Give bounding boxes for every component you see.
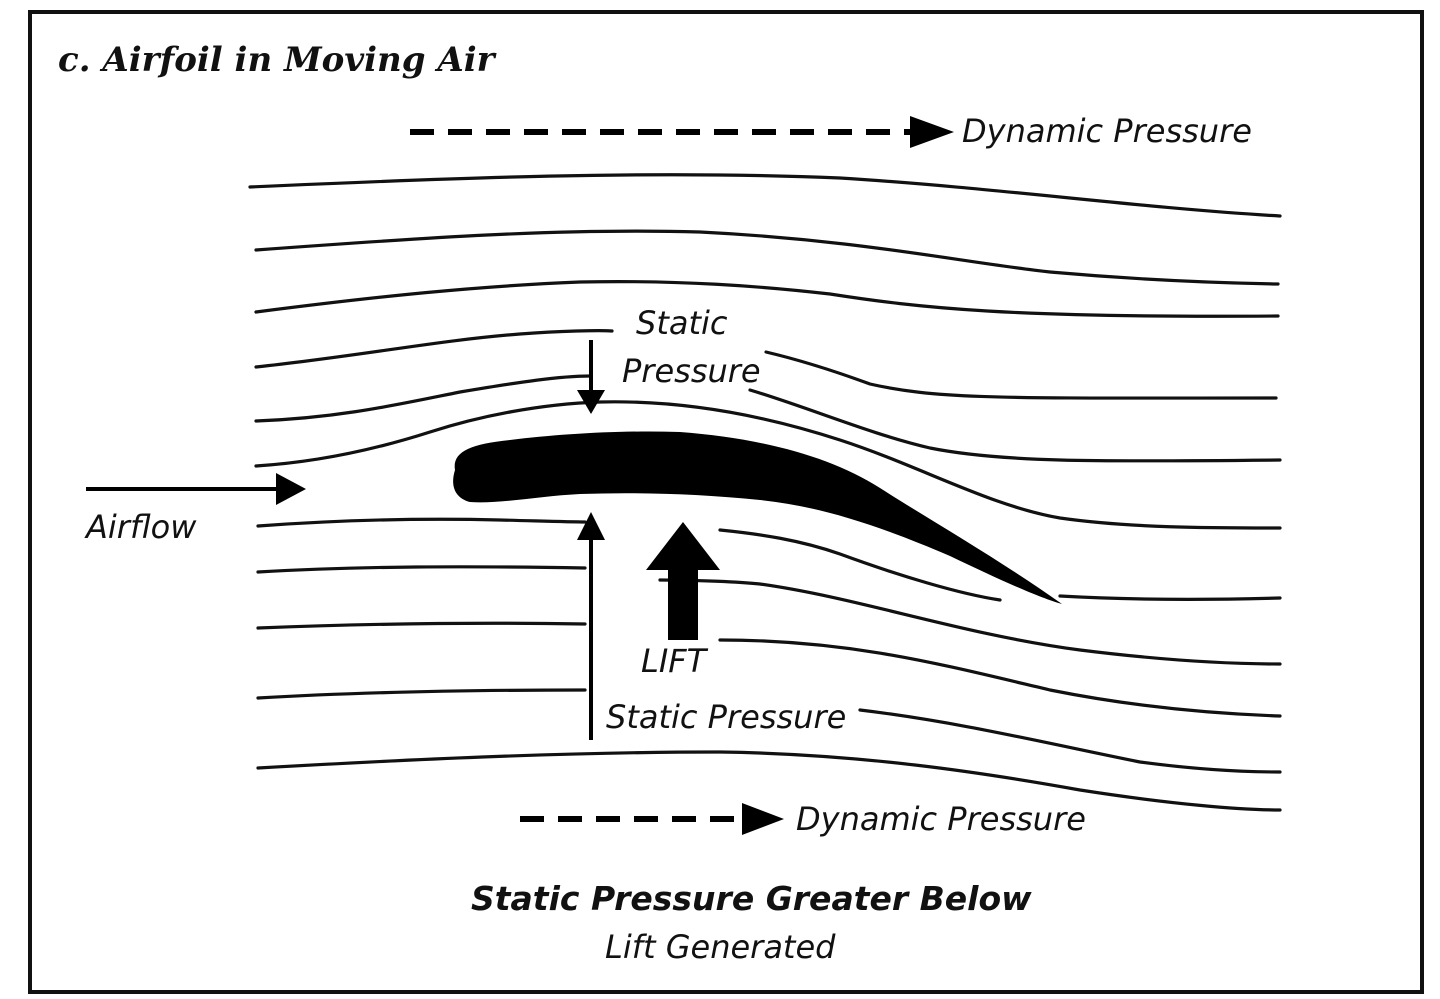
dynamic-pressure-bottom-arrowhead — [742, 803, 784, 835]
streamline — [254, 229, 1280, 286]
streamline — [764, 350, 1278, 400]
dynamic-pressure-bottom-label: Dynamic Pressure — [796, 800, 1086, 838]
dynamic-pressure-top-arrowhead — [910, 116, 954, 148]
static-pressure-bottom-arrowhead — [577, 512, 605, 540]
streamline — [748, 388, 1282, 463]
streamline — [248, 173, 1282, 218]
static-pressure-bottom-label: Static Pressure — [606, 698, 846, 736]
static-pressure-top-label-line1: Static — [636, 304, 728, 342]
streamline — [254, 400, 1282, 530]
streamline — [256, 688, 587, 700]
static-pressure-top-label-line2: Pressure — [622, 352, 761, 390]
lift-label: LIFT — [641, 642, 709, 680]
streamline — [256, 750, 1282, 812]
streamline — [254, 280, 1280, 318]
streamline — [658, 578, 1282, 666]
airfoil-shape — [453, 431, 1062, 604]
dynamic-pressure-top-label: Dynamic Pressure — [962, 112, 1252, 150]
streamline — [858, 708, 1282, 774]
airflow-arrowhead — [276, 473, 306, 505]
diagram-title: c. Airfoil in Moving Air — [58, 40, 497, 80]
static-pressure-top-arrowhead — [577, 390, 605, 414]
streamline — [256, 621, 587, 630]
streamline — [256, 565, 587, 574]
streamline — [718, 638, 1282, 718]
streamline — [1058, 594, 1282, 601]
streamlines — [248, 173, 1282, 812]
streamline — [254, 374, 592, 423]
airflow-label: Airflow — [84, 508, 197, 546]
streamline — [254, 329, 614, 369]
streamline — [256, 517, 587, 528]
caption-line1: Static Pressure Greater Below — [471, 879, 1032, 918]
caption-line2: Lift Generated — [605, 928, 836, 966]
diagram-frame — [28, 10, 1424, 994]
lift-arrow — [646, 522, 720, 640]
streamline — [718, 528, 1002, 602]
